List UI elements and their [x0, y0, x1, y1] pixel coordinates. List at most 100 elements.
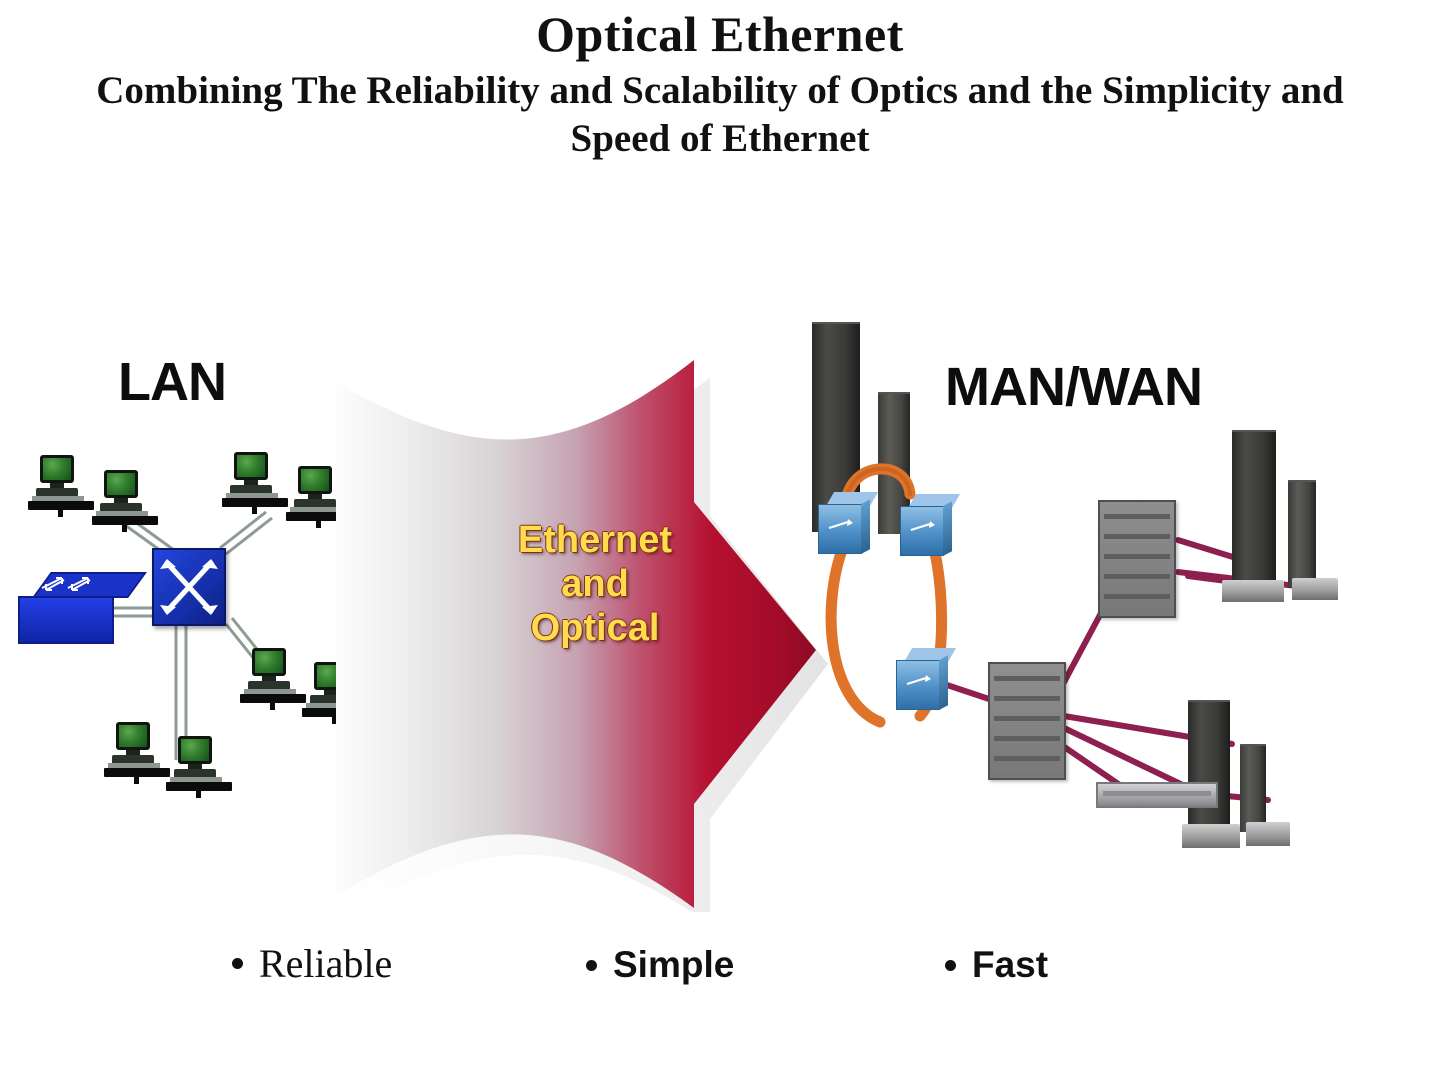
title-block: Optical Ethernet Combining The Reliabili… [0, 8, 1440, 162]
arrow-label: Ethernet and Optical [470, 518, 720, 650]
monitor-stand [262, 676, 276, 682]
bullet-label: Simple [613, 944, 735, 985]
building-base [1182, 824, 1240, 848]
desk-bar [240, 694, 306, 703]
manwan-section-label: MAN/WAN [945, 357, 1203, 417]
chassis-port-bar [1102, 790, 1212, 796]
pc-base [112, 755, 154, 764]
server-rack [988, 662, 1066, 780]
page-title: Optical Ethernet [536, 6, 904, 62]
switch-arrows-glyph [160, 559, 218, 615]
keyboard-icon [96, 511, 148, 517]
keyboard-icon [170, 777, 222, 783]
monitor-stand [308, 494, 322, 500]
pc-base [294, 499, 336, 508]
lan-hub-router-icon [18, 572, 147, 650]
skyscraper-building [1232, 430, 1276, 588]
desk-leg [134, 776, 139, 784]
bullet-label: Reliable [259, 941, 393, 986]
rack-slot [1103, 514, 1171, 519]
list-item: Reliable [232, 940, 392, 987]
rack-slot [993, 756, 1061, 761]
router-front-face [900, 506, 944, 556]
monitor-stand [188, 764, 202, 770]
monitor-stand [114, 498, 128, 504]
arrow-label-line1: Ethernet [517, 519, 673, 561]
desk-leg [122, 524, 127, 532]
pc-base [230, 485, 272, 494]
server-rack [1098, 500, 1176, 618]
building-base [1246, 822, 1290, 846]
monitor-icon [40, 455, 74, 483]
lan-workstation [28, 455, 94, 517]
pc-base [174, 769, 216, 778]
bullet-dot-icon [232, 958, 243, 969]
building-base [1222, 580, 1284, 602]
desk-leg [316, 520, 321, 528]
router-front-face [818, 504, 862, 554]
page-subtitle: Combining The Reliability and Scalabilit… [96, 69, 1344, 160]
bullet-list: Reliable Simple Fast [0, 930, 1440, 1020]
desk-bar [286, 512, 352, 521]
monitor-icon [252, 648, 286, 676]
keyboard-icon [226, 493, 278, 499]
lan-workstation [92, 470, 158, 532]
desk-leg [270, 702, 275, 710]
bullet-dot-icon [945, 959, 956, 971]
monitor-stand [324, 690, 338, 696]
desk-leg [252, 506, 257, 514]
pc-base [248, 681, 290, 690]
lan-core-switch-icon [152, 548, 226, 626]
lan-workstation [104, 722, 170, 784]
bullet-label: Fast [972, 944, 1049, 985]
transition-arrow: Ethernet and Optical [318, 352, 838, 912]
wan-edge-router-icon [900, 494, 961, 556]
monitor-stand [126, 750, 140, 756]
rack-slot [1103, 594, 1171, 599]
wan-edge-router-icon [818, 492, 879, 554]
rack-slot [993, 696, 1061, 701]
monitor-stand [50, 483, 64, 489]
desk-leg [58, 509, 63, 517]
bullet-dot-icon [586, 959, 597, 971]
building-base [1292, 578, 1338, 600]
rack-slot [1103, 574, 1171, 579]
keyboard-icon [108, 763, 160, 769]
rack-slot [993, 716, 1061, 721]
keyboard-icon [32, 496, 84, 502]
desk-bar [92, 516, 158, 525]
desk-bar [302, 708, 368, 717]
skyscraper-building [1288, 480, 1316, 588]
skyscraper-building [1240, 744, 1266, 832]
router-side-face [943, 501, 952, 556]
desk-leg [332, 716, 337, 724]
monitor-icon [234, 452, 268, 480]
hub-arrows-glyph [41, 577, 91, 591]
desk-bar [166, 782, 232, 791]
monitor-icon [178, 736, 212, 764]
router-arrow-glyph [828, 519, 853, 529]
skyscraper-building [1188, 700, 1230, 832]
monitor-stand [244, 480, 258, 486]
lan-section-label: LAN [118, 352, 227, 412]
desk-leg [196, 790, 201, 798]
wan-chassis-device [1096, 782, 1218, 808]
desk-bar [222, 498, 288, 507]
arrow-label-line3: Optical [530, 607, 660, 650]
monitor-icon [116, 722, 150, 750]
router-side-face [939, 655, 948, 710]
list-item: Fast [945, 944, 1048, 986]
rack-slot [993, 736, 1061, 741]
pc-base [36, 488, 78, 497]
hub-front-face [18, 596, 114, 644]
router-side-face [861, 499, 870, 554]
desk-bar [104, 768, 170, 777]
arrow-shape [336, 360, 828, 912]
keyboard-icon [306, 703, 358, 709]
rack-slot [1103, 534, 1171, 539]
arrow-label-line2: and [561, 563, 629, 606]
keyboard-icon [244, 689, 296, 695]
rack-slot [1103, 554, 1171, 559]
lan-workstation [222, 452, 288, 514]
